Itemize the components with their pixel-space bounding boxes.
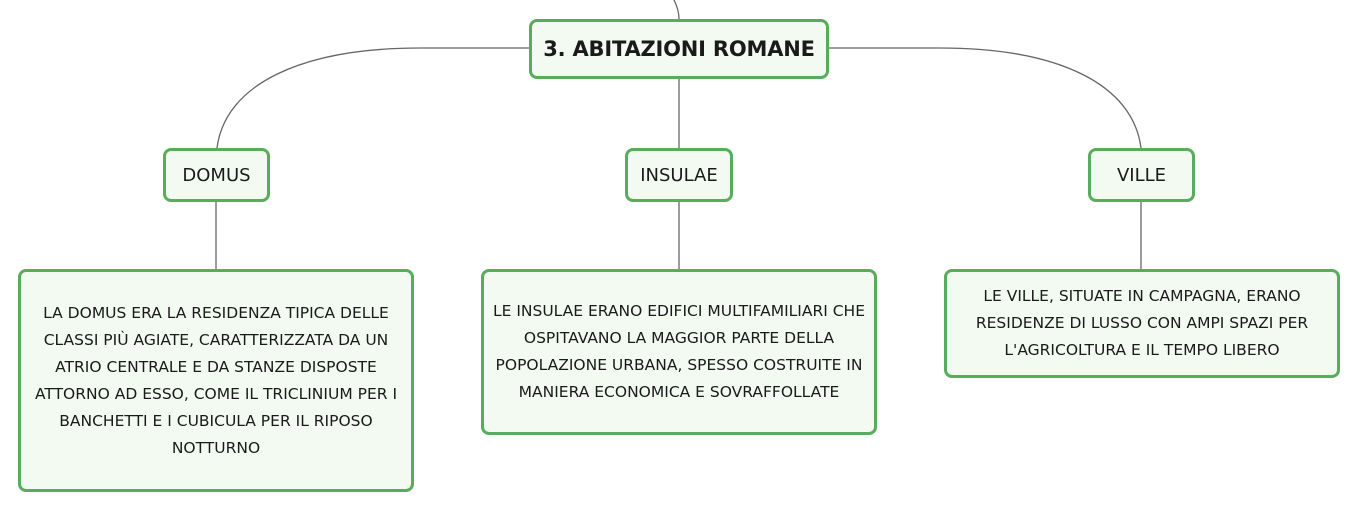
detail-node-domus[interactable]: LA DOMUS ERA LA RESIDENZA TIPICA DELLE C…: [18, 269, 414, 492]
root-label: 3. ABITAZIONI ROMANE: [543, 37, 815, 61]
connector-parent-to-root: [673, 0, 680, 20]
connector-root-to-domus: [216, 47, 529, 149]
detail-node-ville[interactable]: LE VILLE, SITUATE IN CAMPAGNA, ERANO RES…: [944, 269, 1340, 378]
root-node[interactable]: 3. ABITAZIONI ROMANE: [529, 19, 829, 79]
topic-label-domus: DOMUS: [182, 164, 251, 186]
topic-label-ville: VILLE: [1116, 164, 1167, 186]
detail-node-insulae[interactable]: LE INSULAE ERANO EDIFICI MULTIFAMILIARI …: [481, 269, 877, 435]
detail-text-insulae: LE INSULAE ERANO EDIFICI MULTIFAMILIARI …: [492, 302, 866, 401]
detail-text-ville: LE VILLE, SITUATE IN CAMPAGNA, ERANO RES…: [975, 287, 1309, 359]
topic-node-insulae[interactable]: INSULAE: [625, 148, 733, 202]
topic-label-insulae: INSULAE: [640, 164, 718, 186]
detail-text-domus: LA DOMUS ERA LA RESIDENZA TIPICA DELLE C…: [34, 303, 398, 457]
topic-node-domus[interactable]: DOMUS: [163, 148, 270, 202]
topic-node-ville[interactable]: VILLE: [1088, 148, 1195, 202]
connector-root-to-ville: [829, 47, 1142, 149]
